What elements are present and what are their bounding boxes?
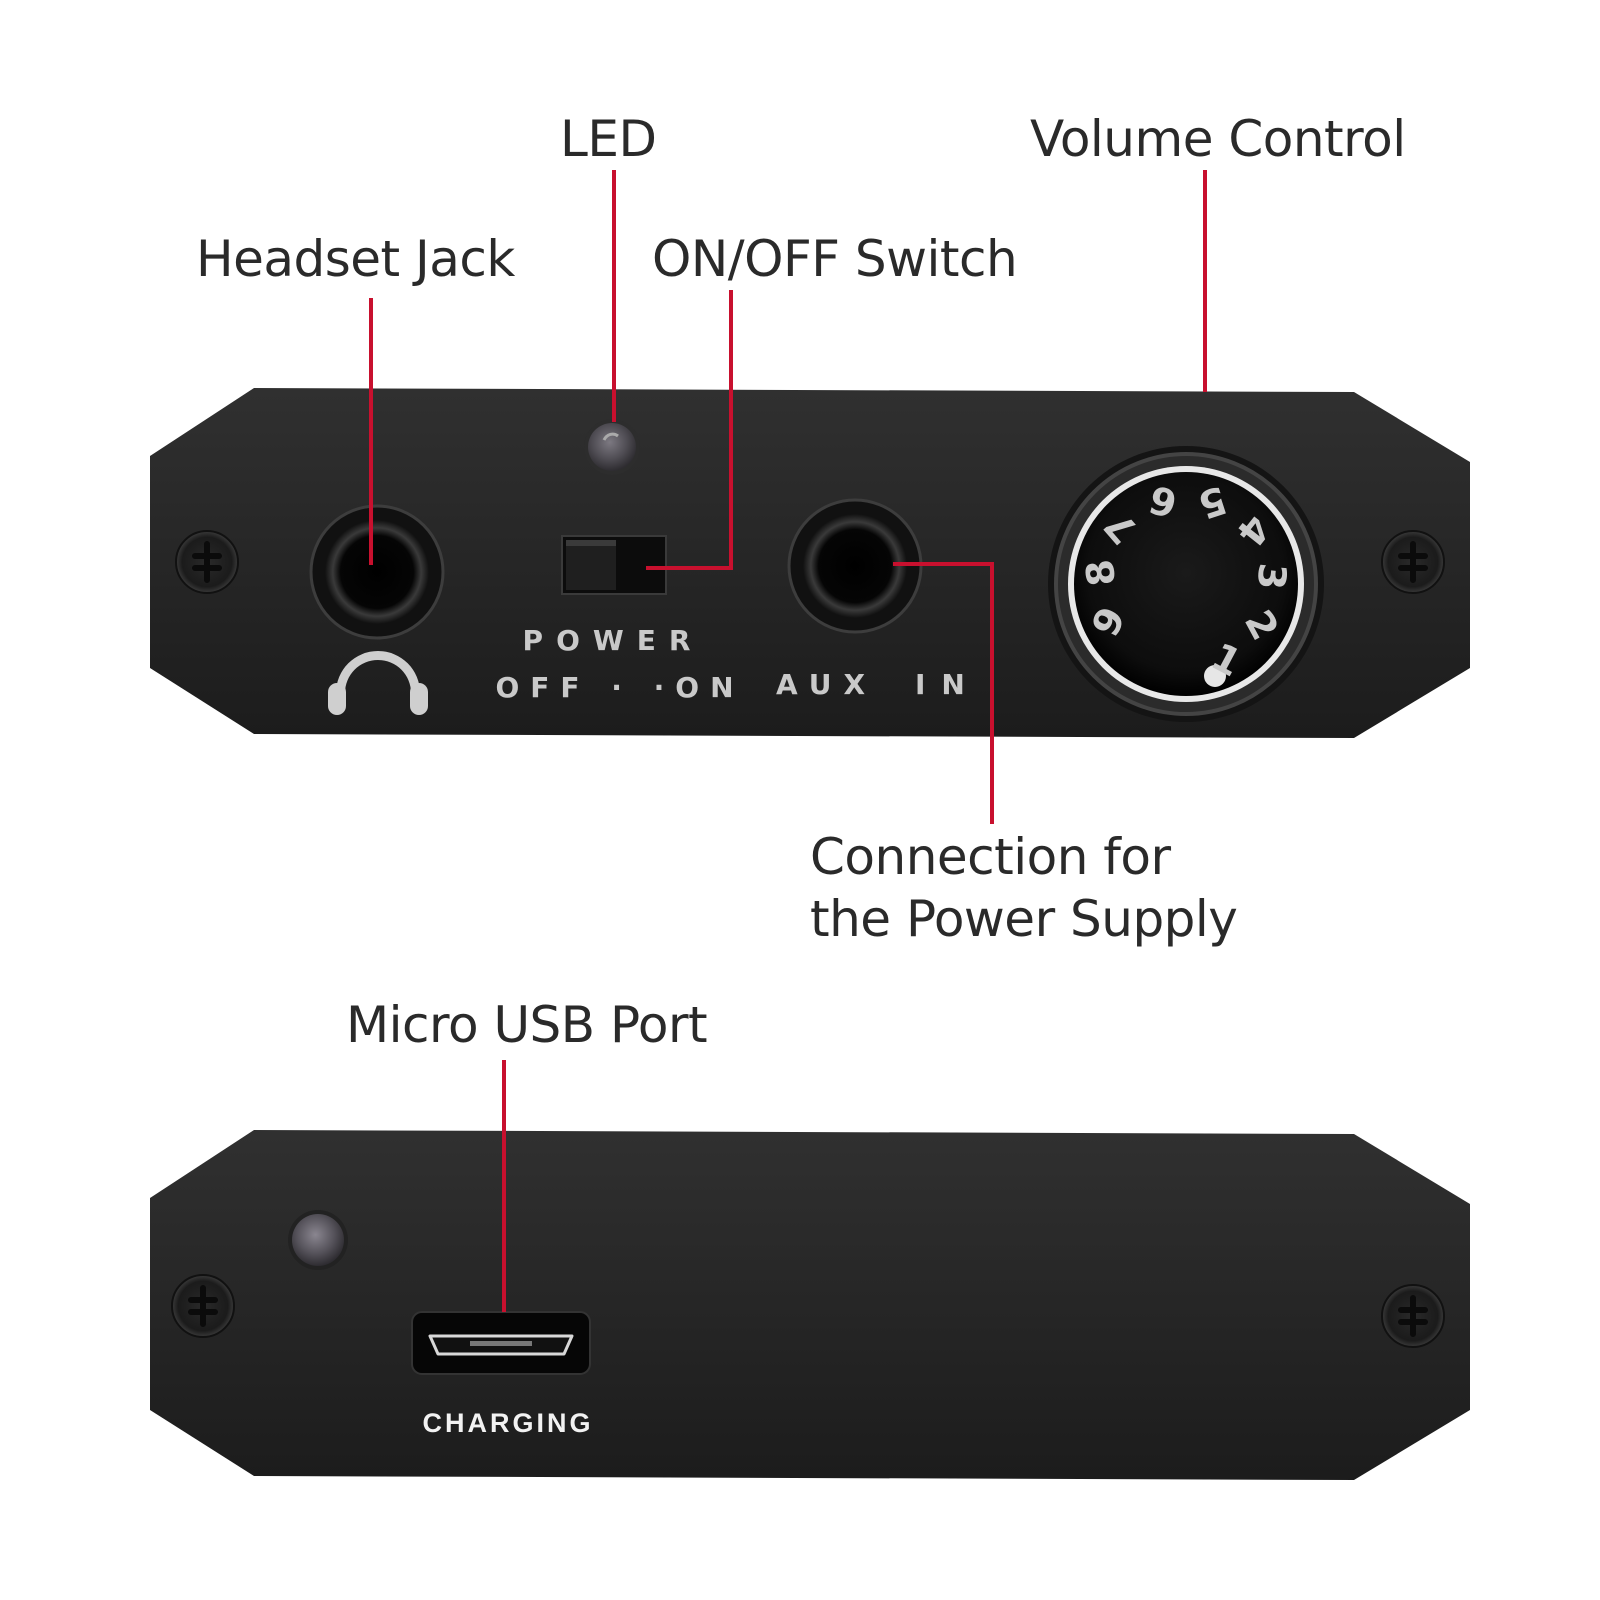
switch-leader <box>646 290 733 570</box>
micro-usb-label: Micro USB Port <box>346 996 708 1054</box>
power-supply-leader <box>893 562 994 824</box>
screw-icon <box>1381 530 1445 594</box>
leader-lines <box>369 170 1207 1312</box>
volume-control-label: Volume Control <box>1030 110 1406 168</box>
charging-label: CHARGING <box>423 1408 594 1438</box>
back-panel-body <box>150 1130 1470 1480</box>
off-on-label: OFF · ·ON <box>495 671 744 704</box>
dial-number-8: 8 <box>1077 557 1124 589</box>
screw-icon <box>175 530 239 594</box>
headset-jack-label: Headset Jack <box>196 230 515 288</box>
charging-led-icon <box>288 1210 348 1270</box>
micro-usb-icon[interactable] <box>411 1311 591 1375</box>
led-label: LED <box>560 110 657 168</box>
dial-indicator-dot <box>1204 665 1226 687</box>
screw-icon <box>1381 1284 1445 1348</box>
power-switch[interactable] <box>561 535 667 595</box>
back-panel: CHARGING <box>150 1130 1470 1480</box>
headphones-icon <box>328 651 428 715</box>
screw-icon <box>171 1274 235 1338</box>
power-supply-label-line2: the Power Supply <box>810 890 1238 948</box>
dial-number-3: 3 <box>1249 561 1295 591</box>
on-off-switch-label: ON/OFF Switch <box>652 230 1018 288</box>
in-label: IN <box>915 668 981 701</box>
led-icon <box>584 419 640 475</box>
power-label: POWER <box>523 624 704 657</box>
aux-label: AUX <box>776 668 877 701</box>
headset-jack[interactable] <box>309 504 445 640</box>
aux-in-jack[interactable] <box>787 498 923 634</box>
power-supply-label-line1: Connection for <box>810 828 1171 886</box>
